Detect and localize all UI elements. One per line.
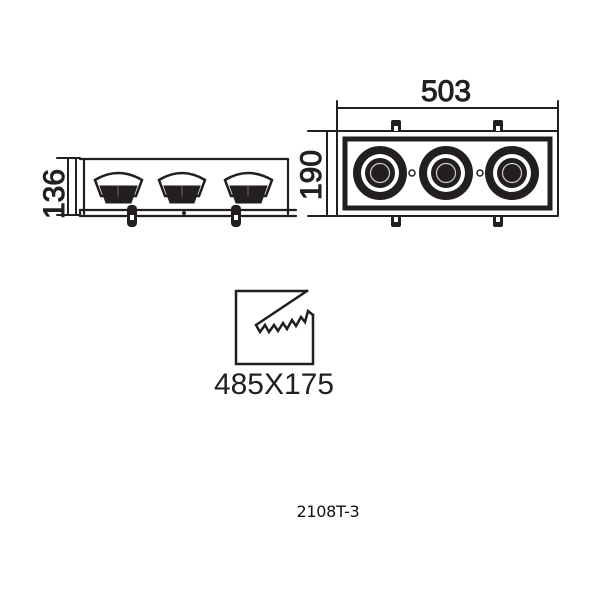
side-spring-clip-right — [231, 205, 241, 227]
front-width-dimension-line — [336, 100, 559, 216]
saw-cut-icon — [234, 289, 315, 366]
side-lamp-2 — [157, 171, 207, 204]
side-height-label: 136 — [38, 169, 71, 219]
side-housing — [78, 157, 298, 218]
side-spring-clip-left — [127, 205, 137, 227]
side-height-dimension-line — [56, 157, 81, 216]
cutout-dimension-label: 485X175 — [214, 368, 334, 401]
model-label: 2108T-3 — [296, 502, 360, 521]
front-lamp-2 — [419, 146, 473, 200]
front-view: 503 190 — [295, 75, 559, 227]
front-frame — [342, 136, 553, 211]
front-lamp-3 — [485, 146, 539, 200]
front-height-label: 190 — [295, 150, 328, 200]
front-top-tabs — [391, 120, 503, 132]
front-height-dimension-line — [307, 130, 559, 217]
side-lamp-3 — [223, 171, 274, 204]
side-view: 136 — [38, 157, 298, 227]
front-lamp-1 — [353, 146, 407, 200]
front-width-label: 503 — [421, 75, 471, 108]
front-bottom-tabs — [391, 215, 503, 227]
side-lamp-1 — [93, 171, 144, 204]
